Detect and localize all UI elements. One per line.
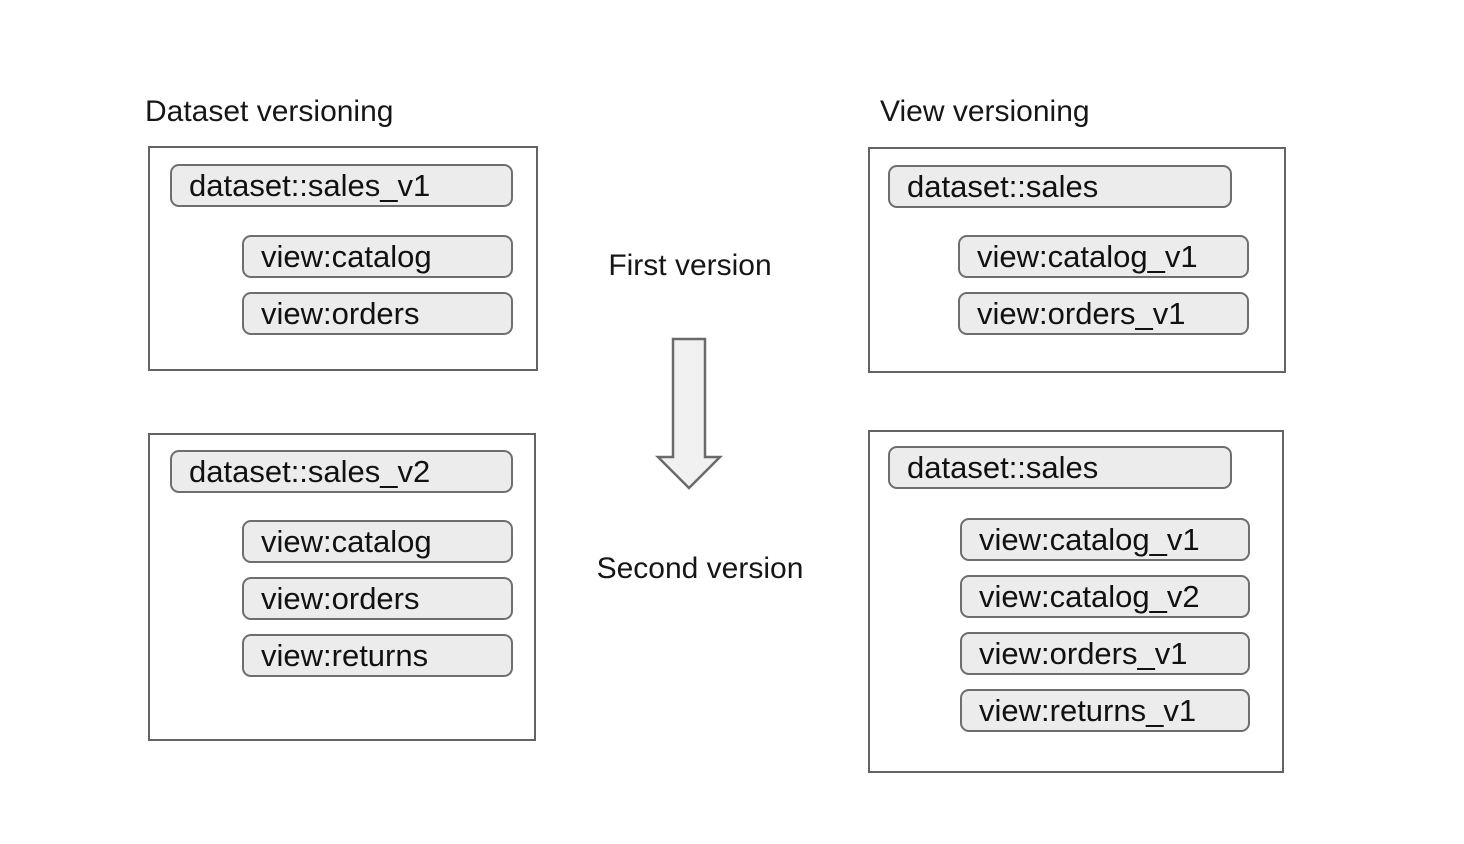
dataset-pill: dataset::sales [888, 446, 1232, 489]
view-pill: view:catalog_v1 [960, 518, 1250, 561]
view-pill: view:returns_v1 [960, 689, 1250, 732]
dataset-pill: dataset::sales [888, 165, 1232, 208]
view-pill: view:returns [242, 634, 513, 677]
view-pill: view:orders_v1 [958, 292, 1249, 335]
dataset-pill: dataset::sales_v2 [170, 450, 513, 493]
dataset-versioning-title: Dataset versioning [145, 95, 394, 128]
view-pill: view:orders [242, 292, 513, 335]
view-versioning-box-v2: dataset::sales view:catalog_v1 view:cata… [868, 430, 1284, 773]
view-versioning-title: View versioning [880, 95, 1090, 128]
second-version-label: Second version [596, 552, 804, 585]
first-version-label: First version [608, 249, 772, 282]
dataset-versioning-box-v1: dataset::sales_v1 view:catalog view:orde… [148, 146, 538, 371]
down-arrow-icon [654, 337, 724, 490]
view-versioning-box-v1: dataset::sales view:catalog_v1 view:orde… [868, 147, 1286, 373]
view-pill: view:catalog [242, 520, 513, 563]
view-pill: view:catalog_v1 [958, 235, 1249, 278]
dataset-versioning-box-v2: dataset::sales_v2 view:catalog view:orde… [148, 433, 536, 741]
view-pill: view:catalog_v2 [960, 575, 1250, 618]
dataset-pill: dataset::sales_v1 [170, 164, 513, 207]
view-pill: view:orders_v1 [960, 632, 1250, 675]
view-pill: view:orders [242, 577, 513, 620]
view-pill: view:catalog [242, 235, 513, 278]
